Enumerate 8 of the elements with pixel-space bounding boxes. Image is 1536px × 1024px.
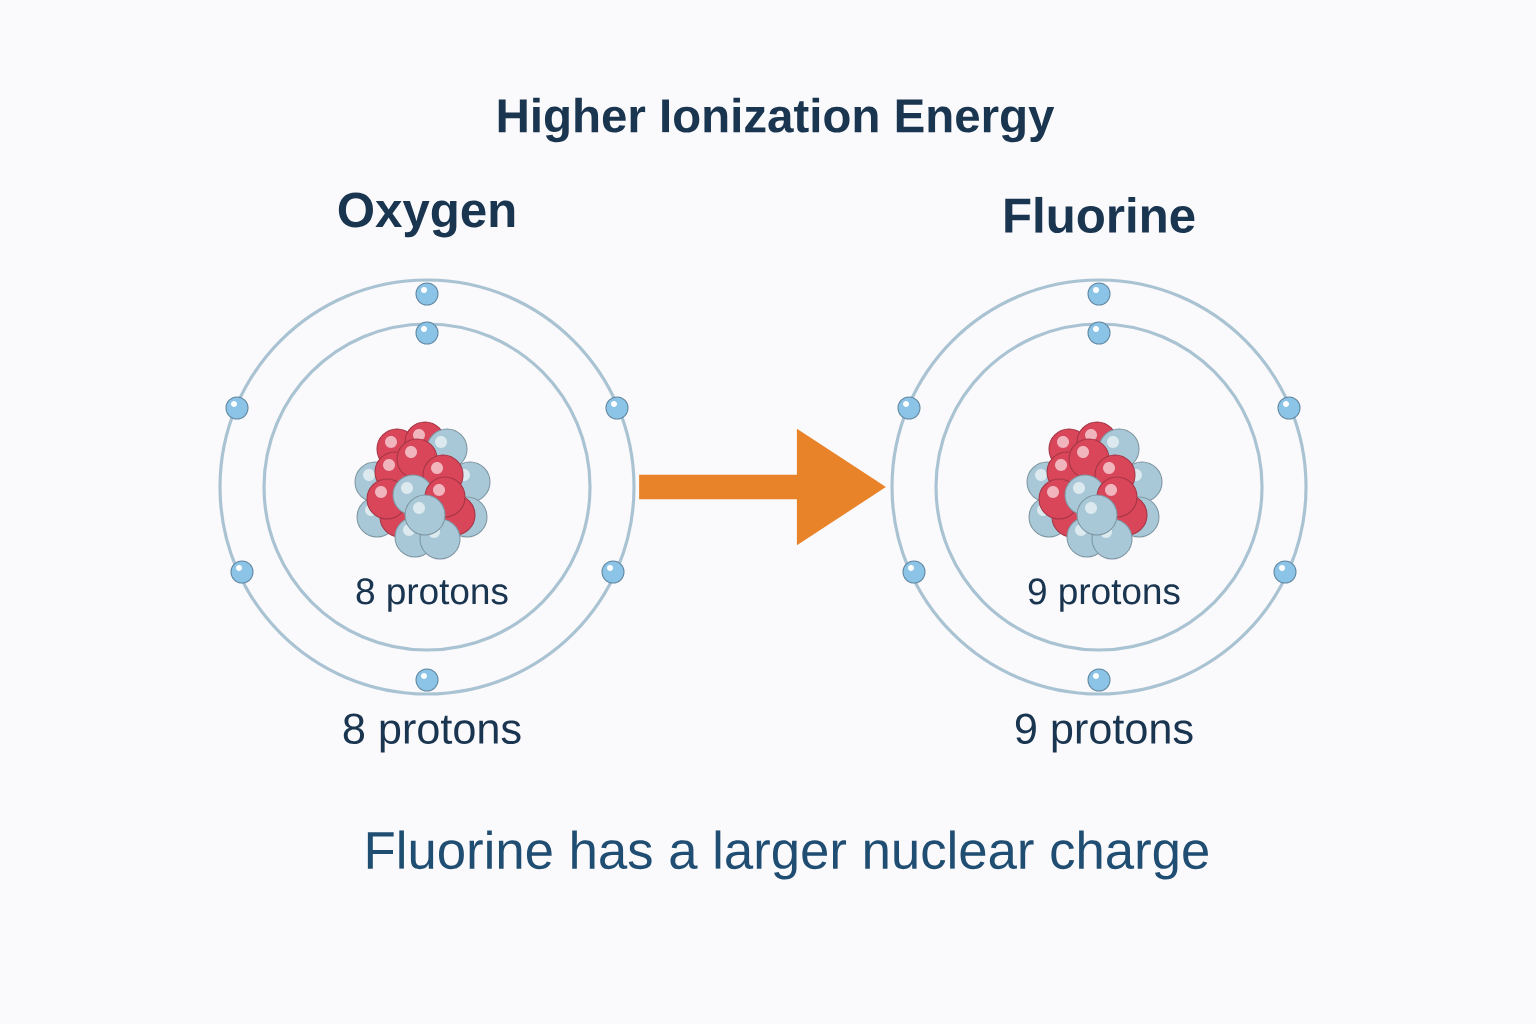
proton-count: 8 protons (343, 713, 521, 753)
title: Higher Ionization Energy (498, 97, 1055, 143)
element-name: Fluorine (1005, 196, 1195, 234)
proton-count: 9 protons (1015, 713, 1193, 753)
proton-count: 8 protons (356, 578, 508, 612)
caption: Fluorine has a larger nuclear charge (367, 830, 1208, 880)
element-name: Oxygen (338, 192, 515, 238)
proton-count: 9 protons (1028, 578, 1180, 612)
